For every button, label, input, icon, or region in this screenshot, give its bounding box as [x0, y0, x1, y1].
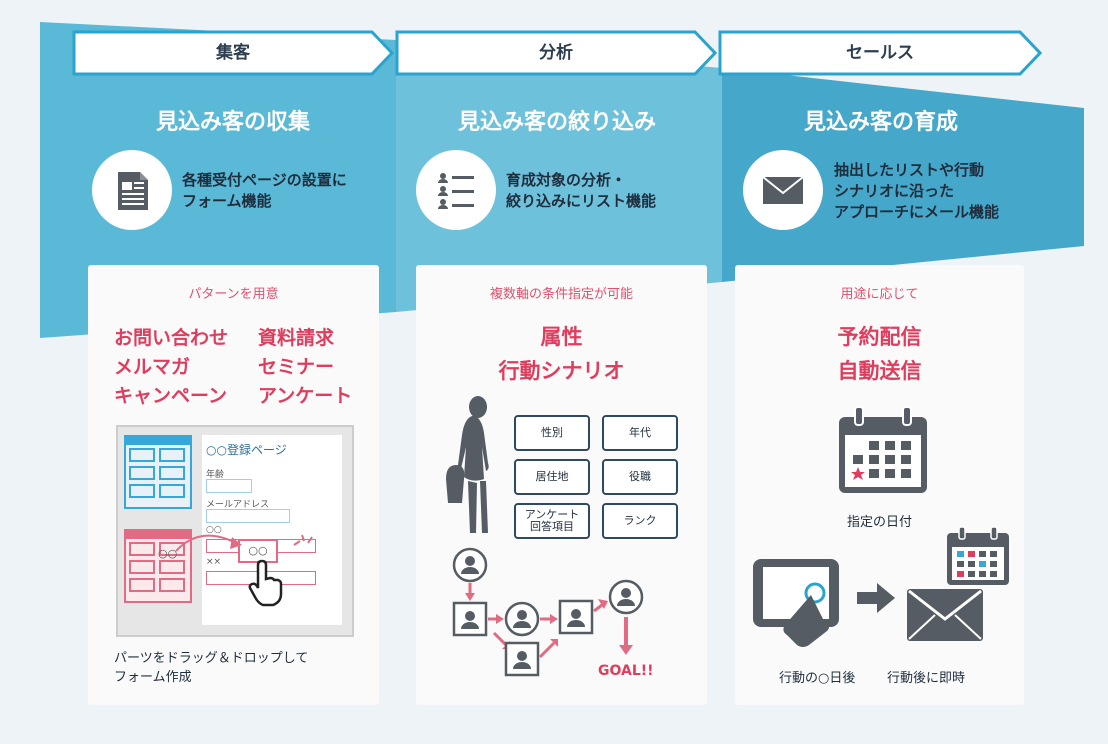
- phase-title-narrow: 見込み客の絞り込み: [457, 110, 656, 135]
- phase-title-collect: 見込み客の収集: [155, 110, 310, 135]
- calendar-caption: 指定の日付: [846, 515, 912, 530]
- step-label: 集客: [216, 43, 250, 63]
- card-form-patterns: パターンを用意 お問い合わせ 資料請求 メルマガ セミナー キャンペーン アンケ…: [88, 265, 379, 705]
- pattern-item: セミナー: [258, 356, 335, 378]
- form-field-label: ××: [206, 557, 222, 567]
- feature-text-lists: 育成対象の分析・絞り込みにリスト機能: [506, 171, 657, 210]
- feature-text-forms: 各種受付ページの設置にフォーム機能: [182, 171, 347, 210]
- form-page-title: ○○登録ページ: [206, 443, 287, 457]
- step-arrow-analysis: 分析: [395, 30, 717, 76]
- phase-title-nurture: 見込み客の育成: [803, 110, 958, 135]
- condition-big-label: 行動シナリオ: [498, 359, 625, 383]
- attribute-tag: アンケート 回答項目: [514, 503, 590, 539]
- document-icon: [92, 150, 172, 230]
- form-field: [206, 509, 290, 523]
- form-field-label: ○○: [206, 525, 222, 535]
- card-delivery: 用途に応じて 予約配信 自動送信 指定の日付: [735, 265, 1024, 705]
- person-silhouette-icon: [446, 396, 489, 533]
- sparkle-lines: [293, 534, 313, 546]
- attribute-tag: 居住地: [514, 459, 590, 495]
- goal-label: GOAL!!: [598, 663, 654, 679]
- tablet-touch-icon: [753, 559, 839, 647]
- small-calendar-icon: [947, 526, 1009, 585]
- dragged-part: ○○: [238, 539, 278, 563]
- scenario-flow-diagram: [452, 547, 644, 677]
- list-icon: [416, 150, 496, 230]
- palette-panel-pink: [124, 529, 192, 603]
- pattern-item: アンケート: [258, 385, 353, 407]
- drag-arrow-icon: [175, 534, 242, 552]
- card-conditions: 複数軸の条件指定が可能 属性 行動シナリオ 性別 年代 居住地 役職 アンケート…: [416, 265, 707, 705]
- form-builder-illustration: ○○登録ページ 年齢 メールアドレス ○○ ×× ○○ ○○: [116, 425, 354, 637]
- pattern-item: キャンペーン: [114, 385, 228, 407]
- drag-source-label: ○○: [158, 547, 178, 560]
- attribute-tag: 役職: [602, 459, 678, 495]
- pattern-item: お問い合わせ: [114, 327, 229, 349]
- card-caption: パーツをドラッグ＆ドロップしてフォーム作成: [114, 651, 309, 685]
- attribute-tag: ランク: [602, 503, 678, 539]
- arrow-right-icon: [857, 583, 895, 613]
- condition-big-label: 属性: [540, 325, 583, 349]
- step-arrow-sales: セールス: [718, 30, 1042, 76]
- palette-panel-blue: [124, 435, 192, 509]
- timing-caption-delay: 行動の○日後: [779, 671, 856, 686]
- pattern-item: 資料請求: [258, 327, 335, 349]
- calendar-icon: [839, 406, 927, 493]
- card-heading: 複数軸の条件指定が可能: [489, 287, 633, 302]
- form-field-label: メールアドレス: [206, 500, 270, 510]
- delivery-big-label: 自動送信: [837, 359, 922, 383]
- card-heading: 用途に応じて: [840, 287, 919, 302]
- form-field: [206, 479, 252, 493]
- mail-icon: [743, 150, 823, 230]
- timing-caption-immediate: 行動後に即時: [887, 671, 966, 686]
- step-arrow-acquisition: 集客: [72, 30, 394, 76]
- step-label: セールス: [846, 43, 914, 63]
- attribute-tag: 年代: [602, 415, 678, 451]
- hand-cursor-icon: [248, 559, 283, 607]
- step-label: 分析: [539, 43, 573, 63]
- delivery-big-label: 予約配信: [837, 325, 922, 349]
- envelope-icon: [907, 589, 983, 641]
- form-field-label: 年齢: [206, 470, 225, 480]
- feature-text-mail: 抽出したリストや行動シナリオに沿ったアプローチにメール機能: [834, 161, 1000, 221]
- attribute-tag: 性別: [514, 415, 590, 451]
- card-heading: パターンを用意: [188, 287, 279, 302]
- pattern-item: メルマガ: [114, 356, 191, 378]
